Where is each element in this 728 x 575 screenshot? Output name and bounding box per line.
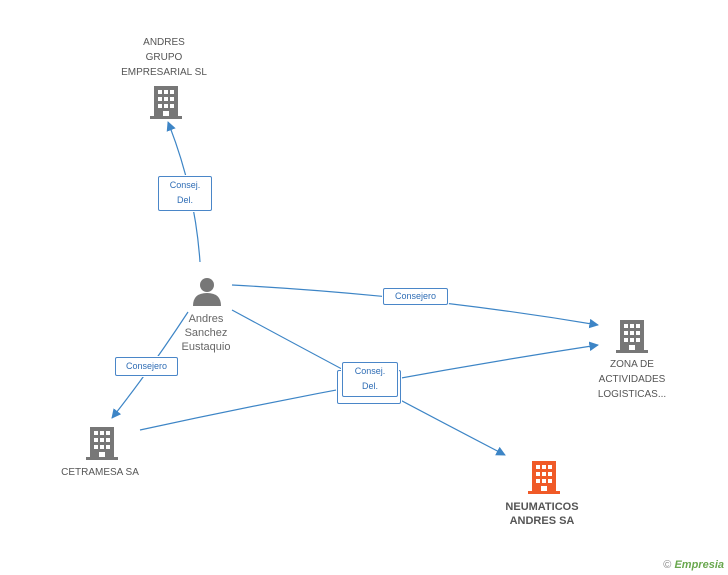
node-label-zona[interactable]: ZONA DE ACTIVIDADES LOGISTICAS... [597, 359, 667, 400]
building-icon[interactable] [150, 84, 182, 120]
node-label-cetramesa[interactable]: CETRAMESA SA [61, 467, 139, 478]
brand-logo: Empresia [674, 559, 724, 571]
node-label-andres-grupo[interactable]: ANDRES GRUPO EMPRESARIAL SL [121, 37, 207, 78]
person-icon[interactable] [192, 276, 222, 306]
building-icon[interactable] [86, 425, 118, 461]
edge-label-consejero-cetramesa[interactable]: Consejero [115, 357, 178, 376]
node-label-neumaticos[interactable]: NEUMATICOS ANDRES SA [505, 501, 579, 527]
edge-label-consej-del-center[interactable]: Consej. Del. [342, 362, 398, 397]
edge-label-consej-del-grupo[interactable]: Consej. Del. [158, 176, 212, 211]
building-icon[interactable] [616, 318, 648, 354]
node-label-person[interactable]: Andres Sanchez Eustaquio [181, 313, 231, 353]
building-icon-highlight[interactable] [528, 459, 560, 495]
copyright-symbol: © [663, 559, 672, 571]
edge-label-consejero-zona[interactable]: Consejero [383, 288, 448, 305]
watermark: © Empresia [663, 559, 724, 571]
